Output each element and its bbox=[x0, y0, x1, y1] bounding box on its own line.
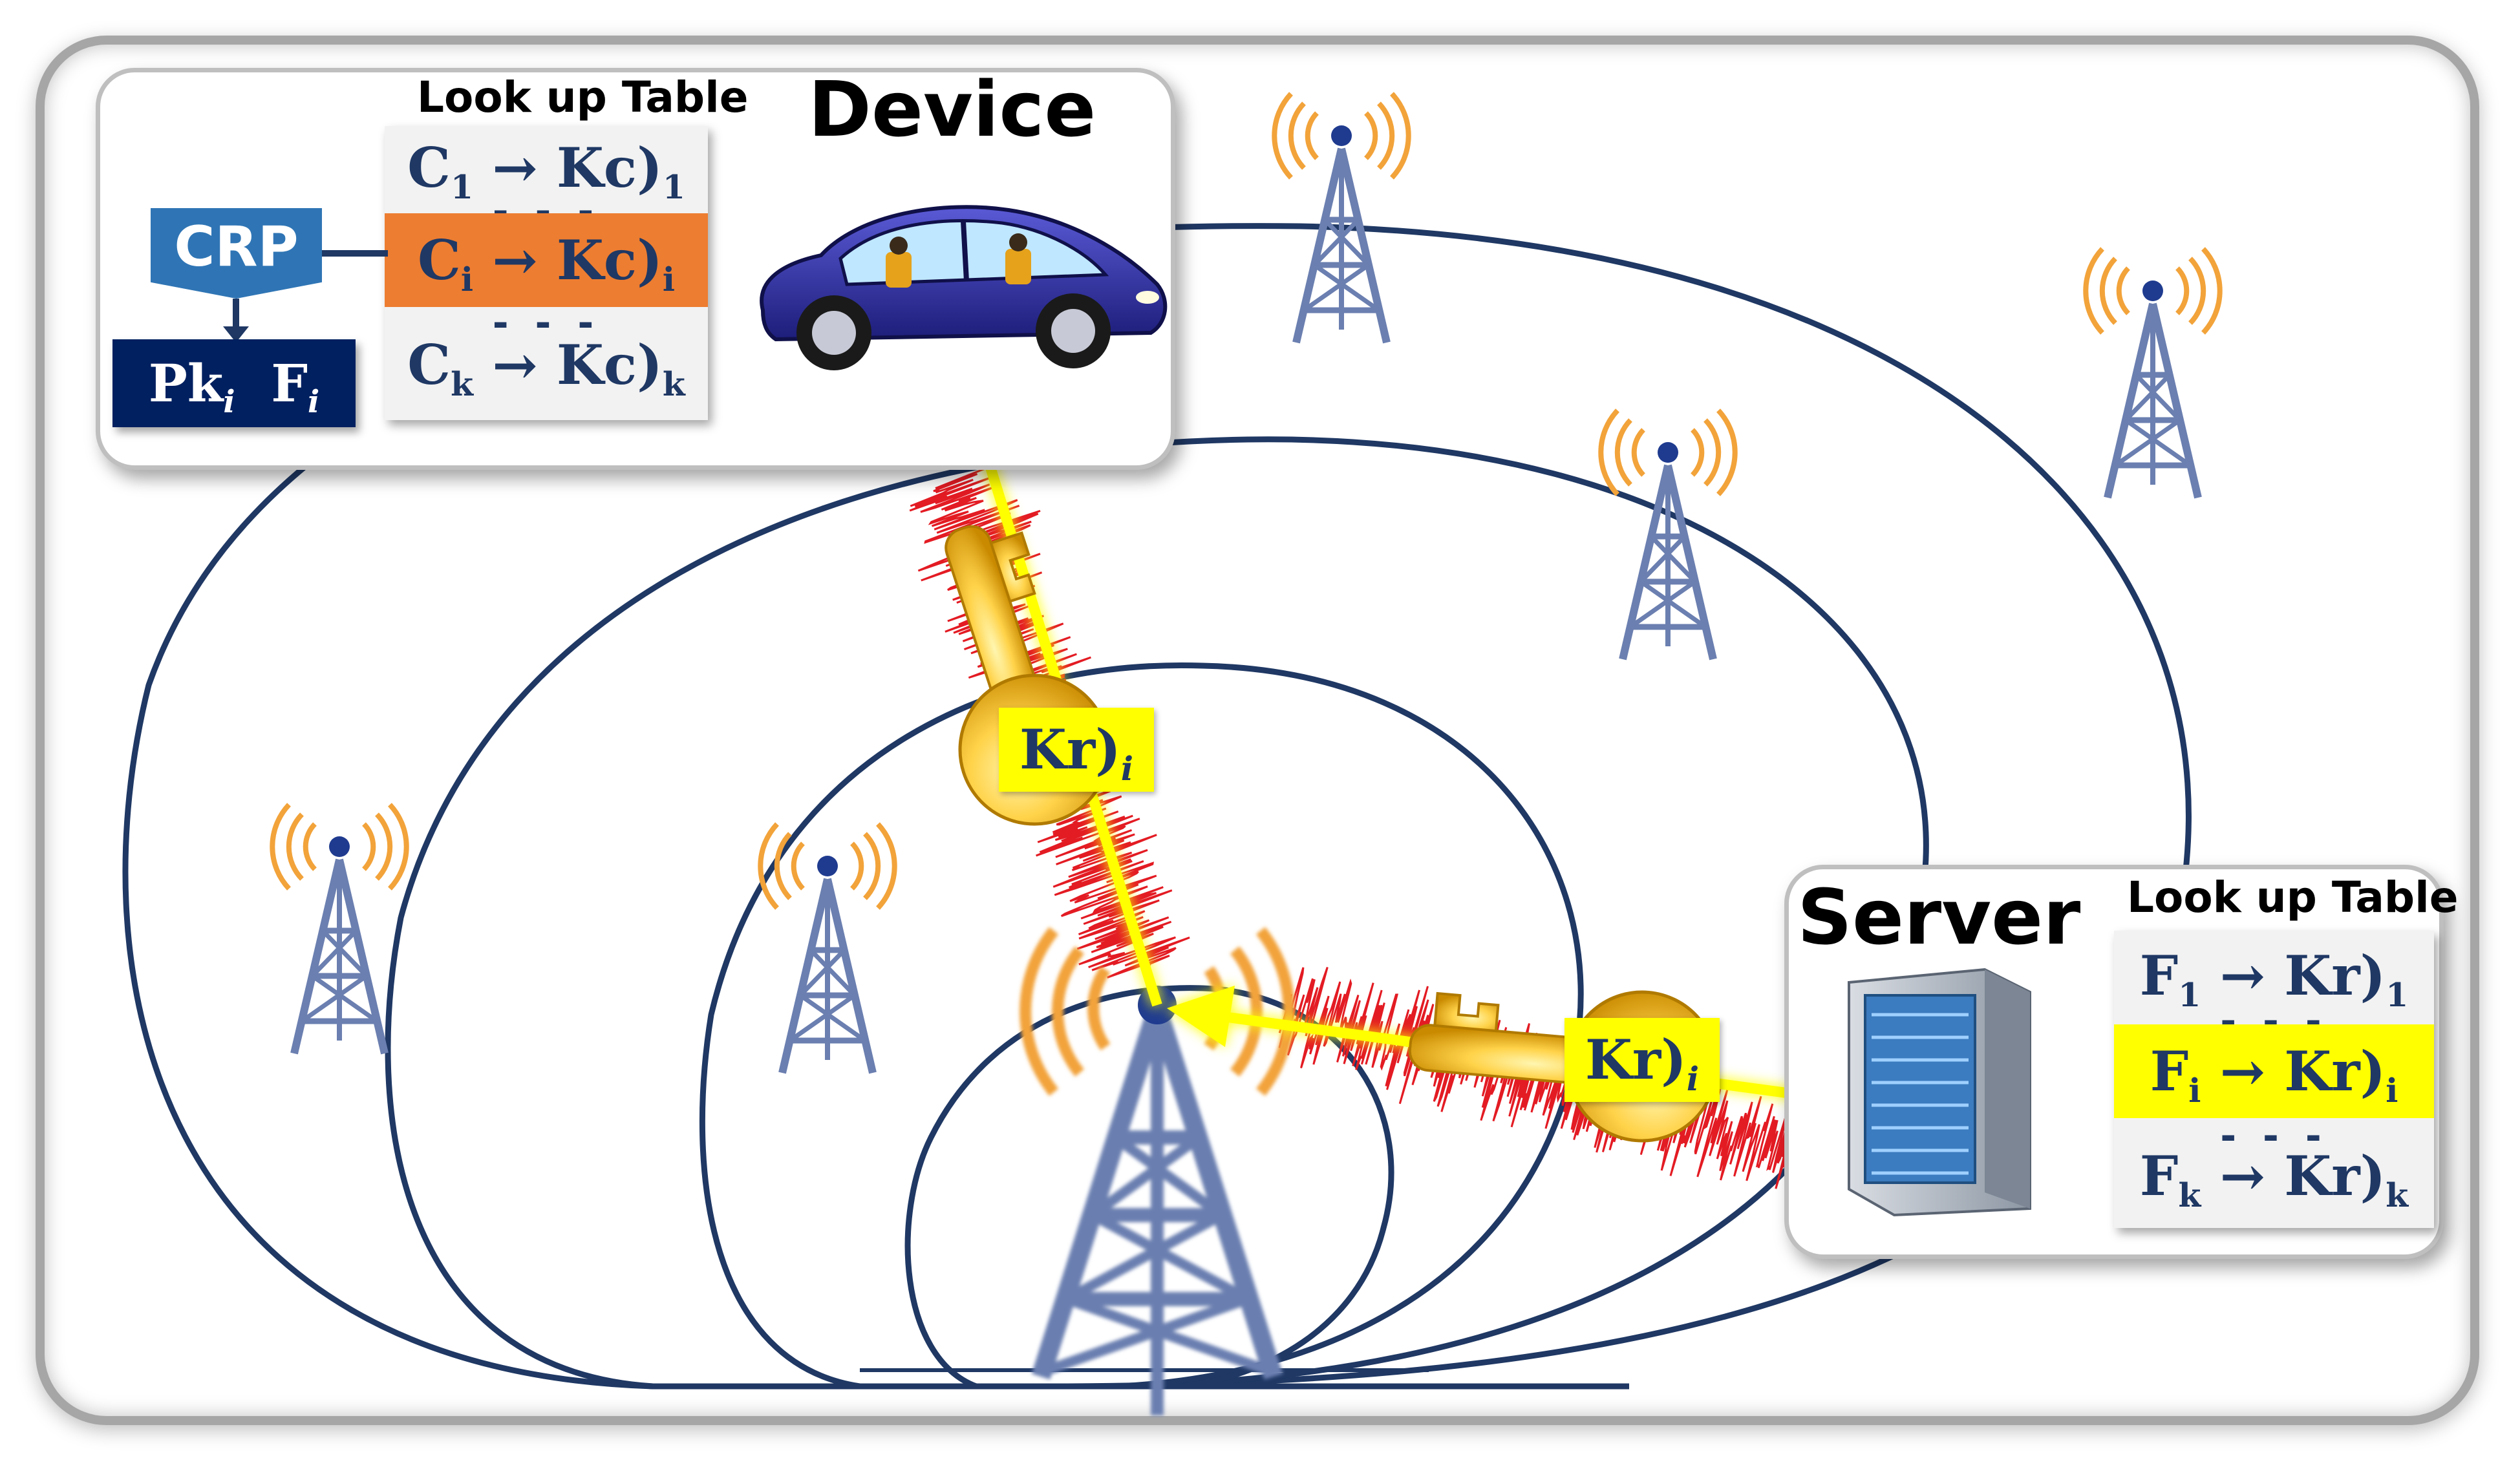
ring-second bbox=[699, 662, 1584, 1390]
key-label-text: Kr) bbox=[1019, 717, 1121, 781]
server-title: Server bbox=[1797, 873, 2081, 962]
server-icon bbox=[1848, 968, 2031, 1217]
crp-connector bbox=[223, 250, 388, 343]
key-label-text: Kr) bbox=[1585, 1028, 1687, 1092]
device-lut-title: Look up Table bbox=[417, 72, 749, 122]
key-label-sub: i bbox=[1120, 749, 1134, 788]
device-lut-row: C1 → Kc)1 bbox=[407, 136, 685, 206]
server-lut: F1 → Kr)1 - - - Fi → Kr)i - - - Fk → Kr)… bbox=[2114, 931, 2434, 1228]
crp-box: CRP bbox=[151, 208, 322, 299]
device-title: Device bbox=[808, 65, 1096, 154]
server-lut-row: Fk → Kr)k bbox=[2139, 1144, 2409, 1214]
radio-tower-icon bbox=[2086, 249, 2219, 498]
server-lut-row-selected: Fi → Kr)i bbox=[2114, 1024, 2434, 1118]
pk-f-box: Pki Fi bbox=[112, 339, 356, 427]
ring-third bbox=[385, 436, 1929, 1390]
server-lut-title: Look up Table bbox=[2127, 873, 2459, 922]
car-icon bbox=[760, 205, 1168, 370]
server-lut-row: F1 → Kr)1 bbox=[2139, 944, 2409, 1014]
device-lut-row-selected: Ci → Kc)i bbox=[385, 213, 708, 307]
radio-tower-icon bbox=[1274, 94, 1408, 343]
radio-tower-icon bbox=[760, 824, 894, 1073]
key-label-vertical: Kr)i bbox=[999, 708, 1154, 792]
device-lut: C1 → Kc)1 - - - Ci → Kc)i - - - Ck → Kc)… bbox=[385, 126, 708, 420]
device-lut-row: Ck → Kc)k bbox=[407, 333, 685, 403]
key-label-sub: i bbox=[1686, 1059, 1700, 1098]
key-label-horizontal: Kr)i bbox=[1564, 1018, 1720, 1102]
central-tower-icon bbox=[1020, 927, 1295, 1415]
